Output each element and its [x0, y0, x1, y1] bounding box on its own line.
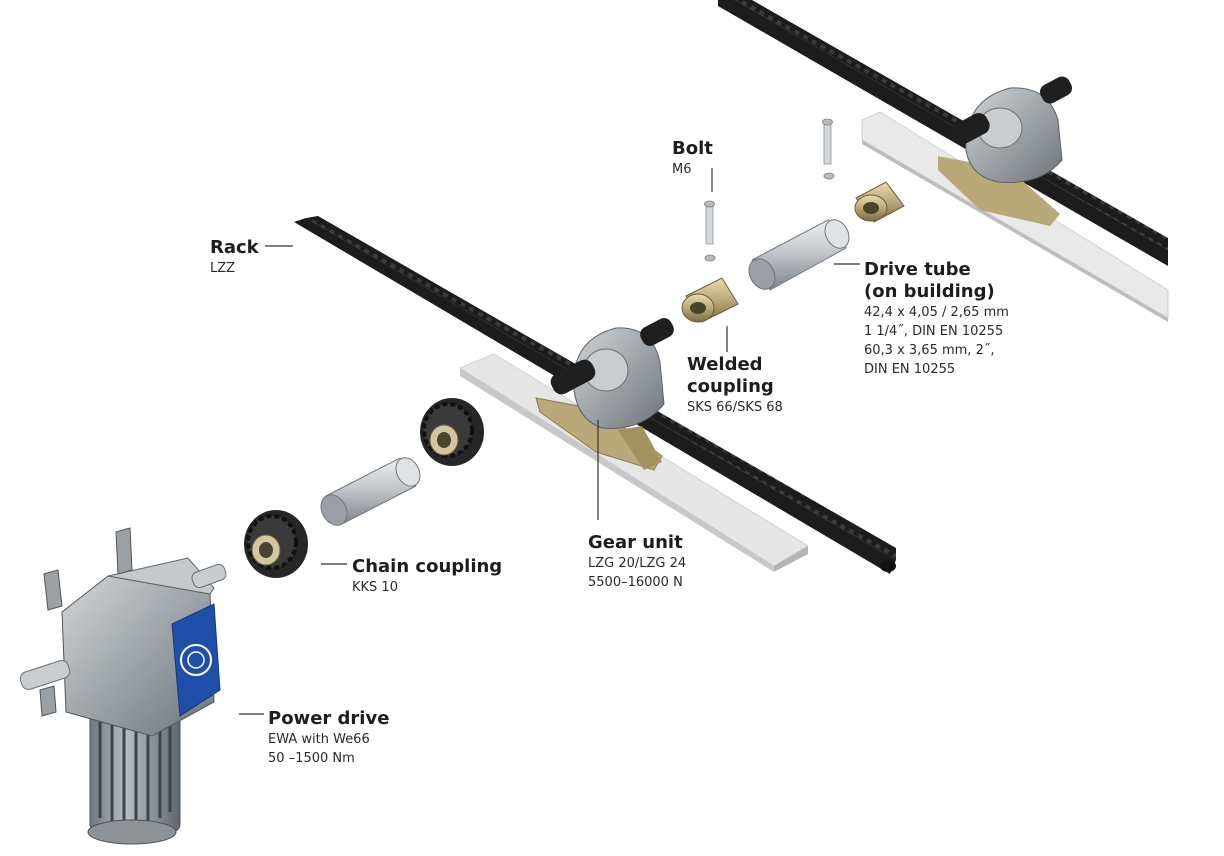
- rack-label: Rack LZZ: [210, 237, 259, 278]
- welded-coupling-label: Welded coupling SKS 66/SKS 68: [687, 354, 783, 417]
- welded-coupling-spec: SKS 66/SKS 68: [687, 400, 783, 415]
- main-gear-unit: [535, 318, 674, 471]
- welded-coupling-title-2: coupling: [687, 376, 774, 397]
- gear-unit-spec-2: 5500–16000 N: [588, 575, 683, 590]
- drive-tube-title-2: (on building): [864, 281, 995, 302]
- drive-tube-spec-2: 1 1/4˝, DIN EN 10255: [864, 324, 1004, 339]
- chain-coupling-title: Chain coupling: [352, 556, 503, 577]
- gear-unit-label: Gear unit LZG 20/LZG 24 5500–16000 N: [588, 532, 686, 592]
- upper-rack: [718, 0, 1168, 266]
- power-drive-title: Power drive: [268, 708, 390, 729]
- short-drive-tube: [320, 457, 421, 526]
- chain-coupling-label: Chain coupling KKS 10: [352, 556, 502, 597]
- welded-coupling-title-1: Welded: [687, 354, 763, 375]
- drive-tube-spec-3: 60,3 x 3,65 mm, 2˝,: [864, 343, 995, 358]
- gear-unit-spec-1: LZG 20/LZG 24: [588, 556, 687, 571]
- upper-gear-unit: [938, 76, 1073, 226]
- right-chain-coupling: [420, 398, 484, 466]
- center-bolt: [704, 200, 716, 262]
- bolt-title: Bolt: [672, 138, 713, 159]
- center-welded-coupling: [681, 277, 739, 323]
- power-drive-spec-1: EWA with We66: [268, 732, 370, 747]
- gear-unit-title: Gear unit: [588, 532, 683, 553]
- drive-tube: [748, 219, 850, 291]
- power-drive-spec-2: 50 –1500 Nm: [268, 751, 355, 766]
- leader-lines: [239, 168, 860, 715]
- upper-welded-coupling: [854, 181, 905, 223]
- bolt-label: Bolt M6: [672, 138, 713, 179]
- bolt-spec: M6: [672, 162, 692, 177]
- drive-tube-label: Drive tube (on building) 42,4 x 4,05 / 2…: [864, 259, 1009, 379]
- power-drive: [19, 527, 227, 845]
- chain-coupling-spec: KKS 10: [352, 580, 398, 595]
- rack-spec: LZZ: [210, 261, 236, 276]
- left-chain-coupling: [244, 510, 308, 578]
- rack-title: Rack: [210, 237, 259, 258]
- drive-tube-spec-1: 42,4 x 4,05 / 2,65 mm: [864, 305, 1009, 320]
- power-drive-label: Power drive EWA with We66 50 –1500 Nm: [268, 708, 389, 768]
- drive-tube-spec-4: DIN EN 10255: [864, 362, 956, 377]
- drive-tube-title-1: Drive tube: [864, 259, 971, 280]
- upper-bolt: [822, 118, 835, 180]
